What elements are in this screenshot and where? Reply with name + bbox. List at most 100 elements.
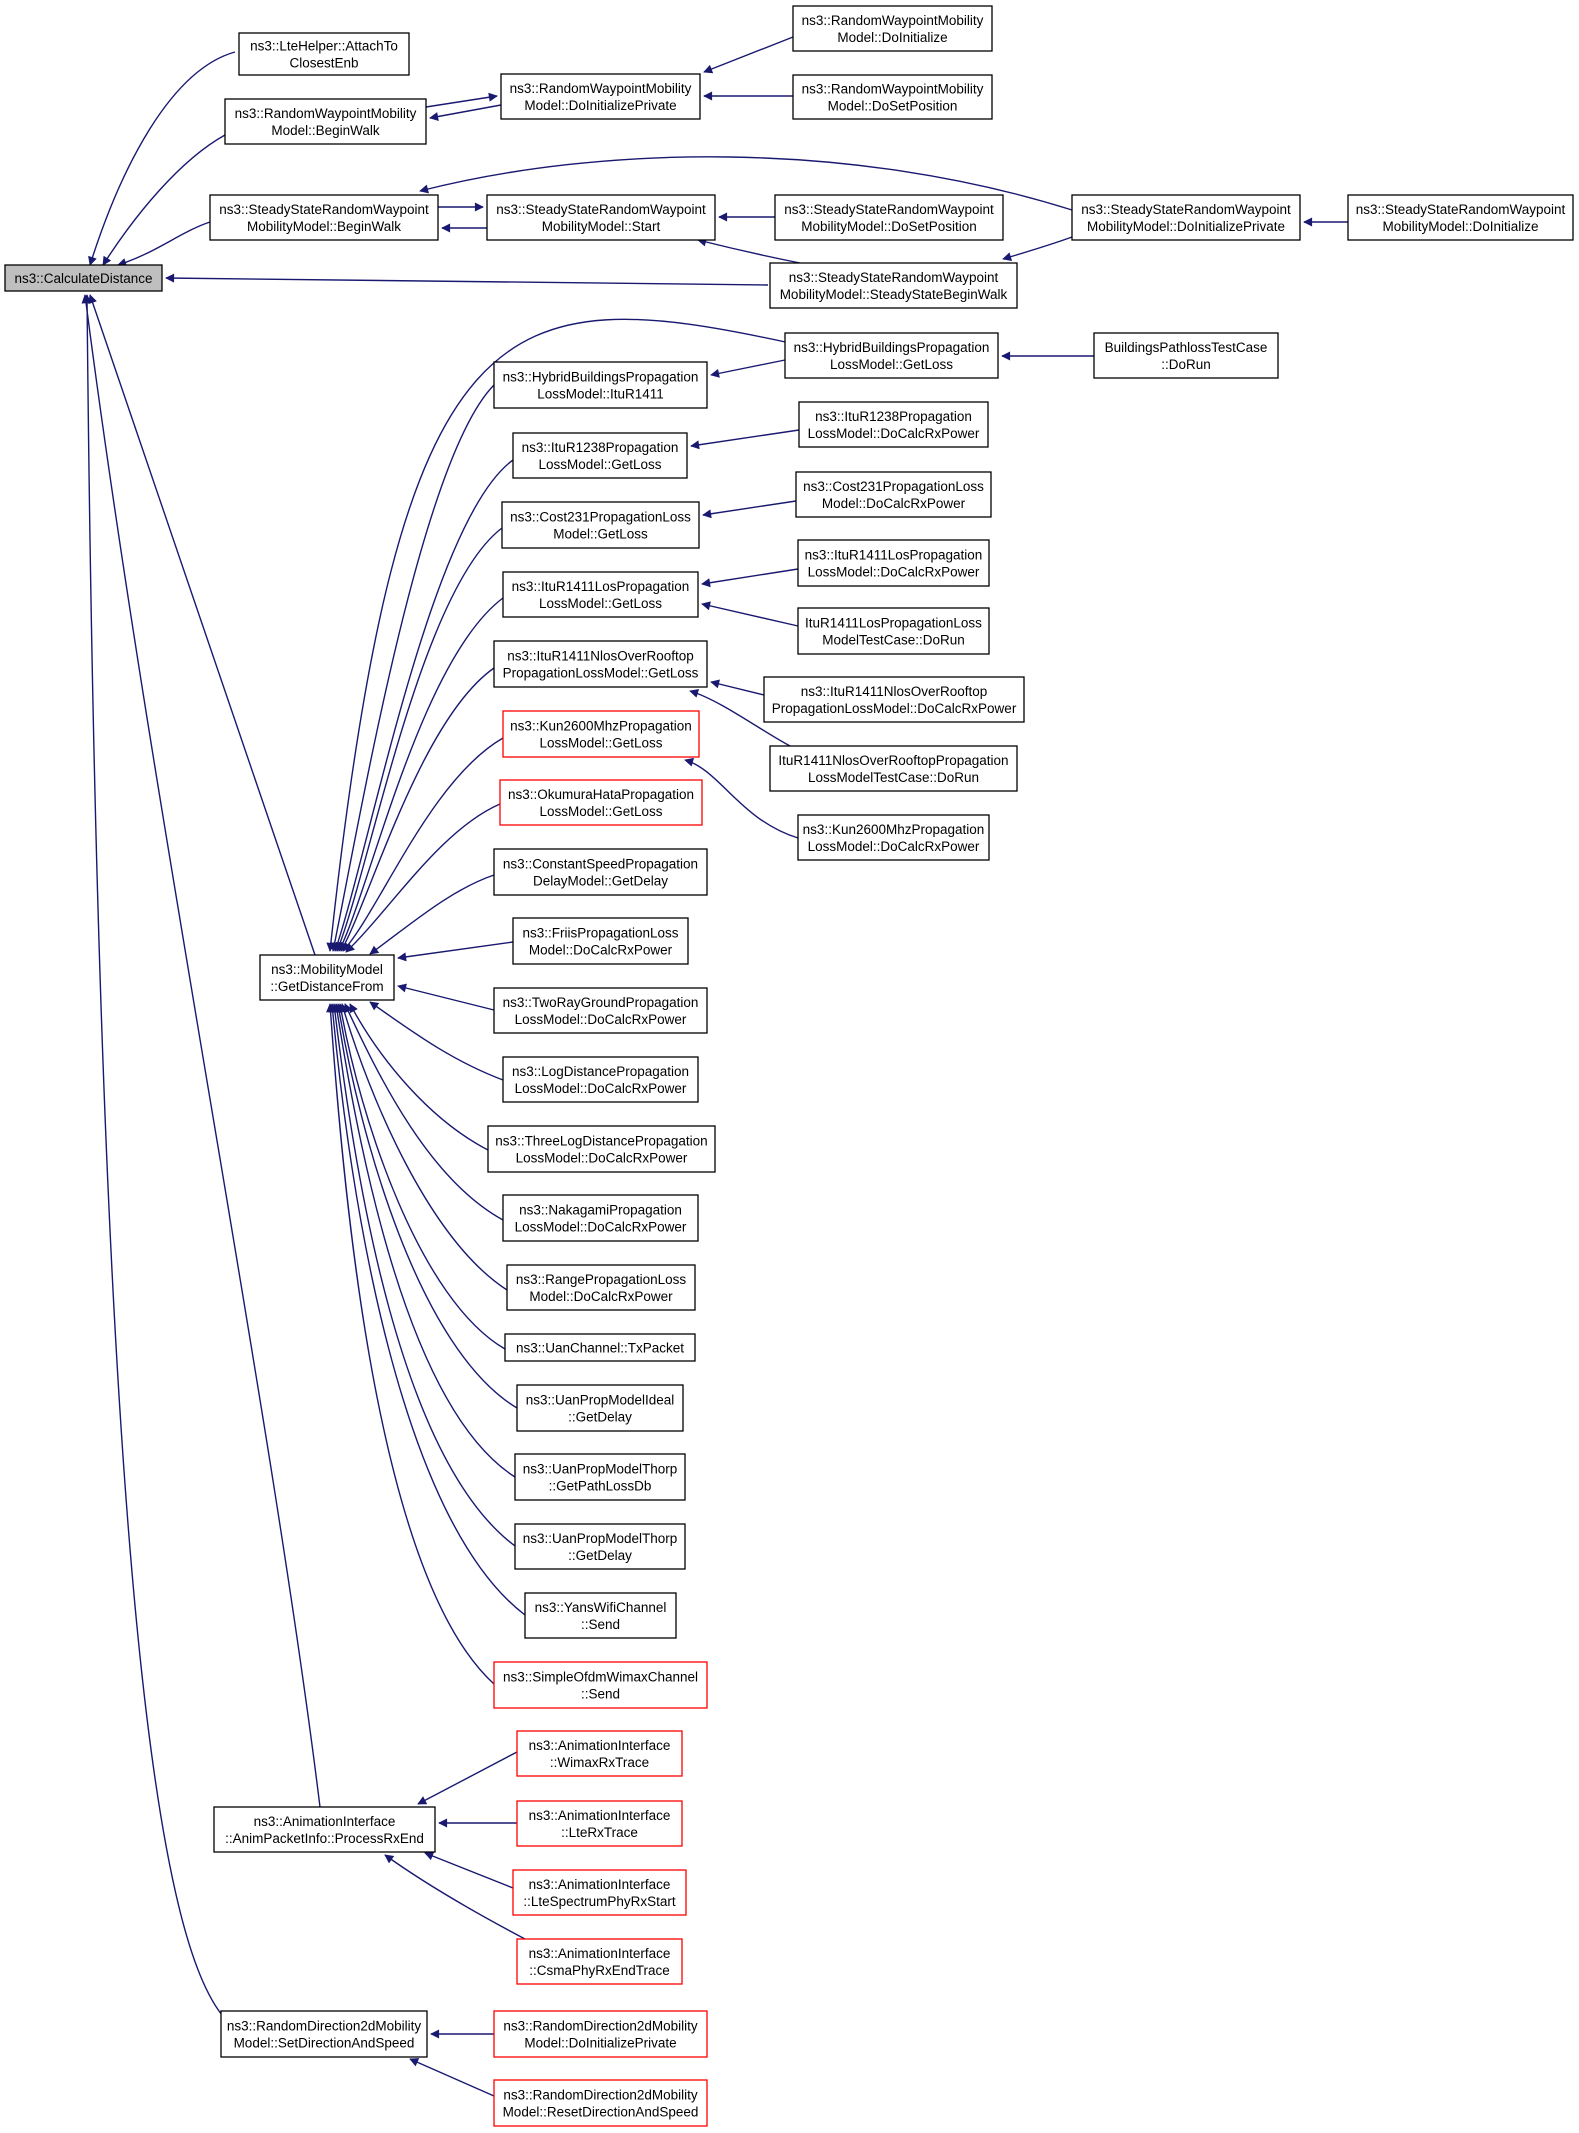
node-rd2d-dip[interactable]: ns3::RandomDirection2dMobilityModel::DoI… (493, 2010, 708, 2058)
node-box (486, 194, 716, 241)
call-edge-logdist-mobility_gdf (369, 1001, 504, 1081)
node-yans[interactable]: ns3::YansWifiChannel::Send (524, 1592, 677, 1639)
node-label-line: ns3::SteadyStateRandomWaypoint (496, 202, 706, 217)
node-label-line: ::CsmaPhyRxEndTrace (529, 1963, 670, 1978)
node-label-line: MobilityModel::BeginWalk (247, 219, 401, 234)
node-constspeed[interactable]: ns3::ConstantSpeedPropagationDelayModel:… (493, 848, 708, 896)
node-box (493, 1661, 708, 1709)
node-tworay[interactable]: ns3::TwoRayGroundPropagationLossModel::D… (493, 987, 708, 1034)
node-box (259, 954, 395, 1001)
node-itu1238-calc[interactable]: ns3::ItuR1238PropagationLossModel::DoCal… (798, 401, 989, 448)
node-label-line: Model::DoCalcRxPower (529, 943, 673, 958)
node-label-line: ::GetPathLossDb (549, 1479, 652, 1494)
node-calcdist[interactable]: ns3::CalculateDistance (4, 264, 163, 292)
node-uanthorp-pl[interactable]: ns3::UanPropModelThorp::GetPathLossDb (514, 1453, 686, 1501)
function-nodes: ns3::CalculateDistance ns3::LteHelper::At… (4, 5, 1574, 2127)
node-bptc-dorun[interactable]: BuildingsPathlossTestCase::DoRun (1093, 332, 1279, 379)
node-uanthorp-gd[interactable]: ns3::UanPropModelThorp::GetDelay (514, 1523, 686, 1570)
node-label-line: ns3::RandomWaypointMobility (802, 82, 984, 97)
call-edge-anim_process-anim_wimax (417, 1751, 518, 1805)
node-label-line: ns3::ItuR1411LosPropagation (805, 548, 983, 563)
call-edge-ssrw_dip-ssrw_begin (419, 156, 1073, 211)
node-range[interactable]: ns3::RangePropagationLossModel::DoCalcRx… (506, 1264, 696, 1311)
node-anim-ltespec[interactable]: ns3::AnimationInterface::LteSpectrumPhyR… (512, 1869, 687, 1916)
node-ssrw-doinit[interactable]: ns3::SteadyStateRandomWaypointMobilityMo… (1347, 194, 1574, 241)
call-edge-ssrw_start-ssrw_ssbw (697, 237, 801, 264)
node-kun-calc[interactable]: ns3::Kun2600MhzPropagationLossModel::DoC… (797, 814, 990, 861)
node-label-line: ns3::MobilityModel (271, 962, 383, 977)
node-label-line: ModelTestCase::DoRun (822, 633, 965, 648)
node-ssrw-dip[interactable]: ns3::SteadyStateRandomWaypointMobilityMo… (1071, 194, 1301, 241)
call-edge-tworay-mobility_gdf (397, 983, 495, 1011)
node-anim-csma[interactable]: ns3::AnimationInterface::CsmaPhyRxEndTra… (516, 1938, 683, 1985)
node-uanideal[interactable]: ns3::UanPropModelIdeal::GetDelay (516, 1384, 684, 1432)
call-edge-anim_process-anim_ltespec (424, 1851, 514, 1889)
call-edge-rwm_begin-rwm_dip (429, 104, 502, 121)
call-edge-cost_calc-cost_getloss (702, 500, 797, 519)
node-ssrw-start[interactable]: ns3::SteadyStateRandomWaypointMobilityMo… (486, 194, 716, 241)
node-anim-lte[interactable]: ns3::AnimationInterface::LteRxTrace (516, 1800, 683, 1847)
node-label-line: ns3::ConstantSpeedPropagation (503, 857, 698, 872)
node-threelog[interactable]: ns3::ThreeLogDistancePropagationLossMode… (487, 1125, 716, 1173)
node-friis[interactable]: ns3::FriisPropagationLossModel::DoCalcRx… (512, 917, 689, 965)
node-label-line: ns3::YansWifiChannel (535, 1600, 667, 1615)
node-box (209, 194, 439, 241)
node-hyb-getloss[interactable]: ns3::HybridBuildingsPropagationLossModel… (784, 332, 999, 379)
node-label-line: ::GetDelay (568, 1548, 632, 1563)
node-rwm-begin[interactable]: ns3::RandomWaypointMobilityModel::BeginW… (224, 98, 427, 145)
node-itulos-calc[interactable]: ns3::ItuR1411LosPropagationLossModel::Do… (797, 539, 990, 587)
node-ofdm[interactable]: ns3::SimpleOfdmWimaxChannel::Send (493, 1661, 708, 1709)
node-label-line: BuildingsPathlossTestCase (1105, 340, 1268, 355)
node-cost-calc[interactable]: ns3::Cost231PropagationLossModel::DoCalc… (795, 471, 992, 518)
node-label-line: ns3::SteadyStateRandomWaypoint (1356, 202, 1566, 217)
node-hyb-itur[interactable]: ns3::HybridBuildingsPropagationLossModel… (493, 361, 708, 409)
node-box (795, 471, 992, 518)
node-box (493, 361, 708, 409)
node-nakagami[interactable]: ns3::NakagamiPropagationLossModel::DoCal… (502, 1194, 699, 1242)
node-itunlos-getloss[interactable]: ns3::ItuR1411NlosOverRooftopPropagationL… (493, 640, 708, 688)
call-edge-itu1238_getloss-mobility_gdf (333, 459, 514, 952)
node-kun-getloss[interactable]: ns3::Kun2600MhzPropagationLossModel::Get… (502, 710, 700, 758)
node-okumura[interactable]: ns3::OkumuraHataPropagationLossModel::Ge… (499, 779, 703, 826)
node-logdist[interactable]: ns3::LogDistancePropagationLossModel::Do… (502, 1056, 699, 1103)
call-edge-uanideal-mobility_gdf (334, 1003, 518, 1409)
call-edge-yans-mobility_gdf (328, 1003, 526, 1616)
node-uanchannel[interactable]: ns3::UanChannel::TxPacket (504, 1333, 696, 1362)
node-label-line: ns3::RandomDirection2dMobility (227, 2019, 422, 2034)
node-ssrw-begin[interactable]: ns3::SteadyStateRandomWaypointMobilityMo… (209, 194, 439, 241)
node-rwm-doinit[interactable]: ns3::RandomWaypointMobilityModel::DoInit… (792, 5, 993, 52)
node-rwm-dip[interactable]: ns3::RandomWaypointMobilityModel::DoInit… (500, 73, 701, 120)
node-itulos-test[interactable]: ItuR1411LosPropagationLossModelTestCase:… (797, 607, 990, 655)
call-edge-rwm_dip-rwm_doinit (703, 36, 794, 74)
node-label-line: ns3::ItuR1411NlosOverRooftop (507, 649, 694, 664)
node-label-line: Model::SetDirectionAndSpeed (234, 2036, 415, 2051)
node-box (516, 1730, 683, 1777)
node-label-line: Model::BeginWalk (271, 123, 380, 138)
node-label-line: ::Send (581, 1617, 620, 1632)
node-box (493, 2079, 708, 2127)
node-mobility-gdf[interactable]: ns3::MobilityModel::GetDistanceFrom (259, 954, 395, 1001)
node-label-line: ns3::SteadyStateRandomWaypoint (784, 202, 994, 217)
node-rd2d-set[interactable]: ns3::RandomDirection2dMobilityModel::Set… (220, 2010, 428, 2058)
node-label-line: ns3::AnimationInterface (529, 1808, 671, 1823)
call-edge-calcdist-rwm_begin (102, 134, 226, 266)
node-anim-wimax[interactable]: ns3::AnimationInterface::WimaxRxTrace (516, 1730, 683, 1777)
node-itulos-getloss[interactable]: ns3::ItuR1411LosPropagationLossModel::Ge… (502, 571, 699, 618)
node-itunlos-calc[interactable]: ns3::ItuR1411NlosOverRooftopPropagationL… (763, 676, 1025, 723)
call-edge-itunlos_calc-itunlos_getloss (710, 679, 765, 696)
node-rd2d-reset[interactable]: ns3::RandomDirection2dMobilityModel::Res… (493, 2079, 708, 2127)
node-cost-getloss[interactable]: ns3::Cost231PropagationLossModel::GetLos… (501, 501, 700, 549)
node-itu1238-getloss[interactable]: ns3::ItuR1238PropagationLossModel::GetLo… (512, 432, 688, 479)
node-anim-process[interactable]: ns3::AnimationInterface::AnimPacketInfo:… (213, 1806, 436, 1853)
node-label-line: ns3::SteadyStateRandomWaypoint (789, 270, 999, 285)
node-box (502, 1056, 699, 1103)
node-itunlos-test[interactable]: ItuR1411NlosOverRooftopPropagationLossMo… (769, 745, 1018, 792)
node-ssrw-ssbw[interactable]: ns3::SteadyStateRandomWaypointMobilityMo… (769, 262, 1018, 309)
node-rwm-setpos[interactable]: ns3::RandomWaypointMobilityModel::DoSetP… (792, 74, 993, 120)
node-box (797, 539, 990, 587)
node-label-line: LossModel::DoCalcRxPower (515, 1220, 687, 1235)
call-edge-calcdist-ssrw_begin (117, 221, 211, 267)
node-ssrw-setpos[interactable]: ns3::SteadyStateRandomWaypointMobilityMo… (774, 194, 1004, 241)
